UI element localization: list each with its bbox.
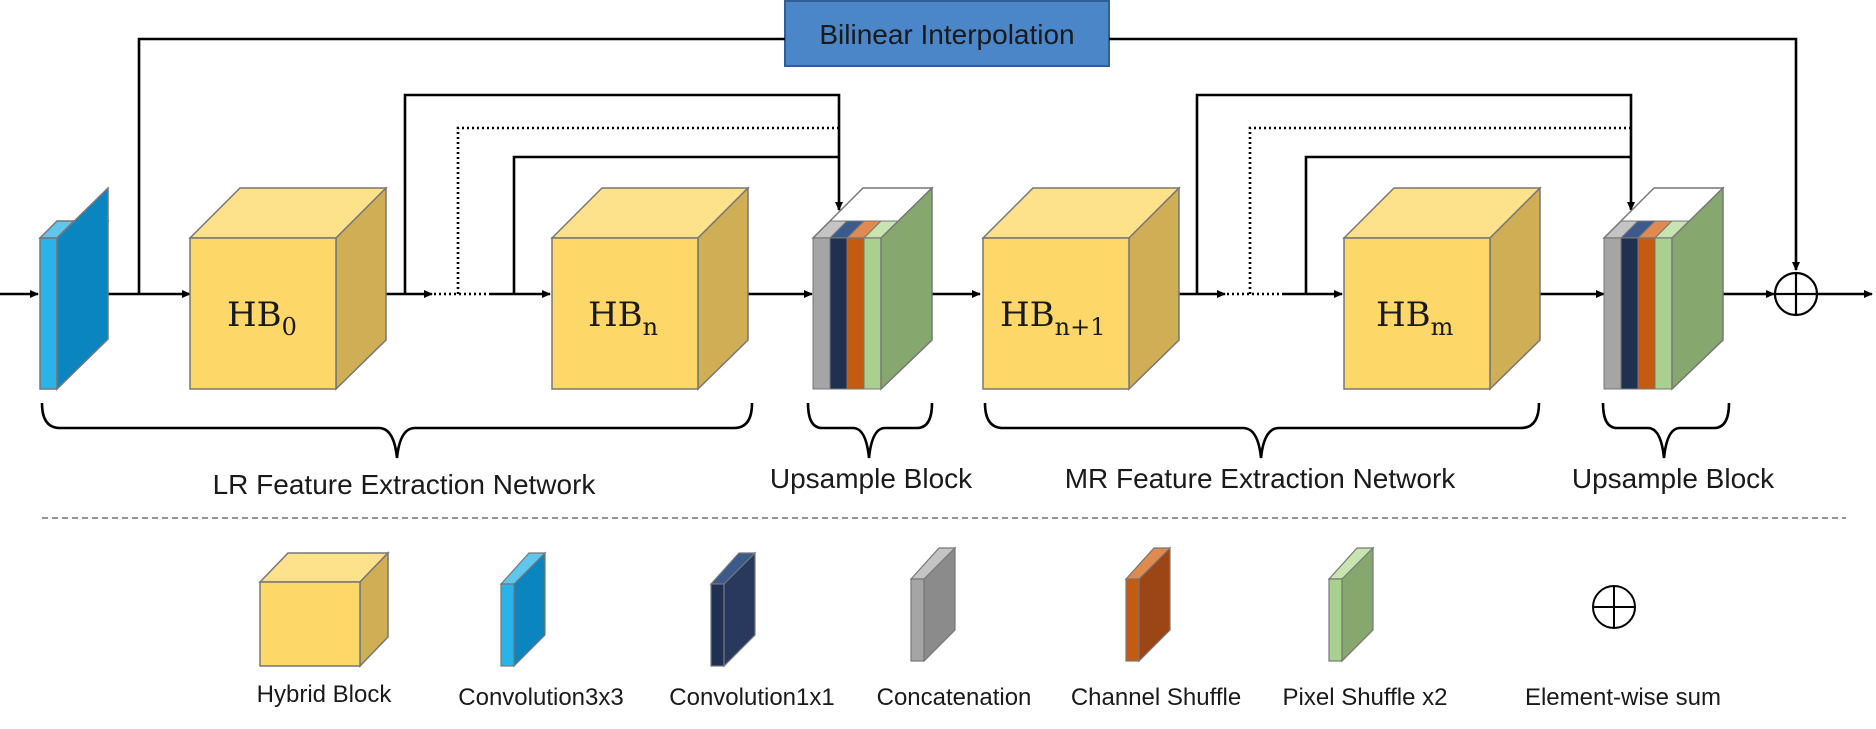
- legend-label-concatenation: Concatenation: [877, 684, 1032, 711]
- hbn-sub: n: [643, 313, 658, 341]
- hybrid-block-n-plus-1: HBn+1: [981, 186, 1181, 391]
- conv3x3-layer: [38, 186, 110, 391]
- upsample-block-2-label: Upsample Block: [1572, 463, 1775, 494]
- hb0-sub: 0: [282, 313, 297, 341]
- pixel-shuffle-icon: [1327, 546, 1375, 663]
- upsample1-brace: [806, 402, 934, 459]
- braces: [40, 402, 1731, 459]
- element-wise-sum-node: [1773, 271, 1819, 317]
- bilinear-interpolation-box: Bilinear Interpolation: [784, 0, 1110, 67]
- svg-text:HBn: HBn: [588, 295, 658, 341]
- conv3x3-icon: [499, 551, 547, 668]
- hybrid-block-icon: [258, 551, 390, 668]
- conv1x1-icon: [709, 551, 757, 668]
- mr-network-label: MR Feature Extraction Network: [1065, 463, 1457, 494]
- lr-brace: [40, 402, 754, 459]
- bilinear-interpolation-label: Bilinear Interpolation: [819, 19, 1074, 50]
- upsample2-brace: [1601, 402, 1731, 459]
- legend: Hybrid Block Convolution3x3 Convolution1…: [257, 546, 1721, 711]
- legend-label-hybrid-block: Hybrid Block: [257, 681, 393, 708]
- svg-text:HBn+1: HBn+1: [1000, 295, 1105, 341]
- upsample-block-2: [1602, 186, 1725, 391]
- legend-label-pixel-shuffle: Pixel Shuffle x2: [1283, 684, 1448, 711]
- hbm-sub: m: [1431, 313, 1454, 341]
- legend-label-channel-shuffle: Channel Shuffle: [1071, 684, 1241, 711]
- connections: [0, 37, 1873, 298]
- legend-label-conv1x1: Convolution1x1: [669, 684, 834, 711]
- channel-shuffle-icon: [1124, 546, 1172, 663]
- hbm-base: HB: [1376, 295, 1431, 335]
- svg-text:HB0: HB0: [227, 295, 297, 341]
- hybrid-block-0: HB0: [188, 186, 388, 391]
- legend-label-element-wise-sum: Element-wise sum: [1525, 684, 1721, 711]
- concatenation-icon: [909, 546, 957, 663]
- svg-text:HBm: HBm: [1376, 295, 1454, 341]
- mr-brace: [983, 402, 1541, 459]
- hbn1-sub: n+1: [1055, 313, 1106, 341]
- hbn-base: HB: [588, 295, 643, 335]
- hbn1-base: HB: [1000, 295, 1055, 335]
- upsample-block-1: [811, 186, 934, 391]
- element-wise-sum-icon: [1592, 585, 1636, 629]
- hybrid-block-m: HBm: [1342, 186, 1542, 391]
- hybrid-block-n: HBn: [550, 186, 750, 391]
- legend-label-conv3x3: Convolution3x3: [458, 684, 623, 711]
- hb0-base: HB: [227, 295, 282, 335]
- upsample-block-1-label: Upsample Block: [770, 463, 973, 494]
- lr-network-label: LR Feature Extraction Network: [213, 469, 597, 500]
